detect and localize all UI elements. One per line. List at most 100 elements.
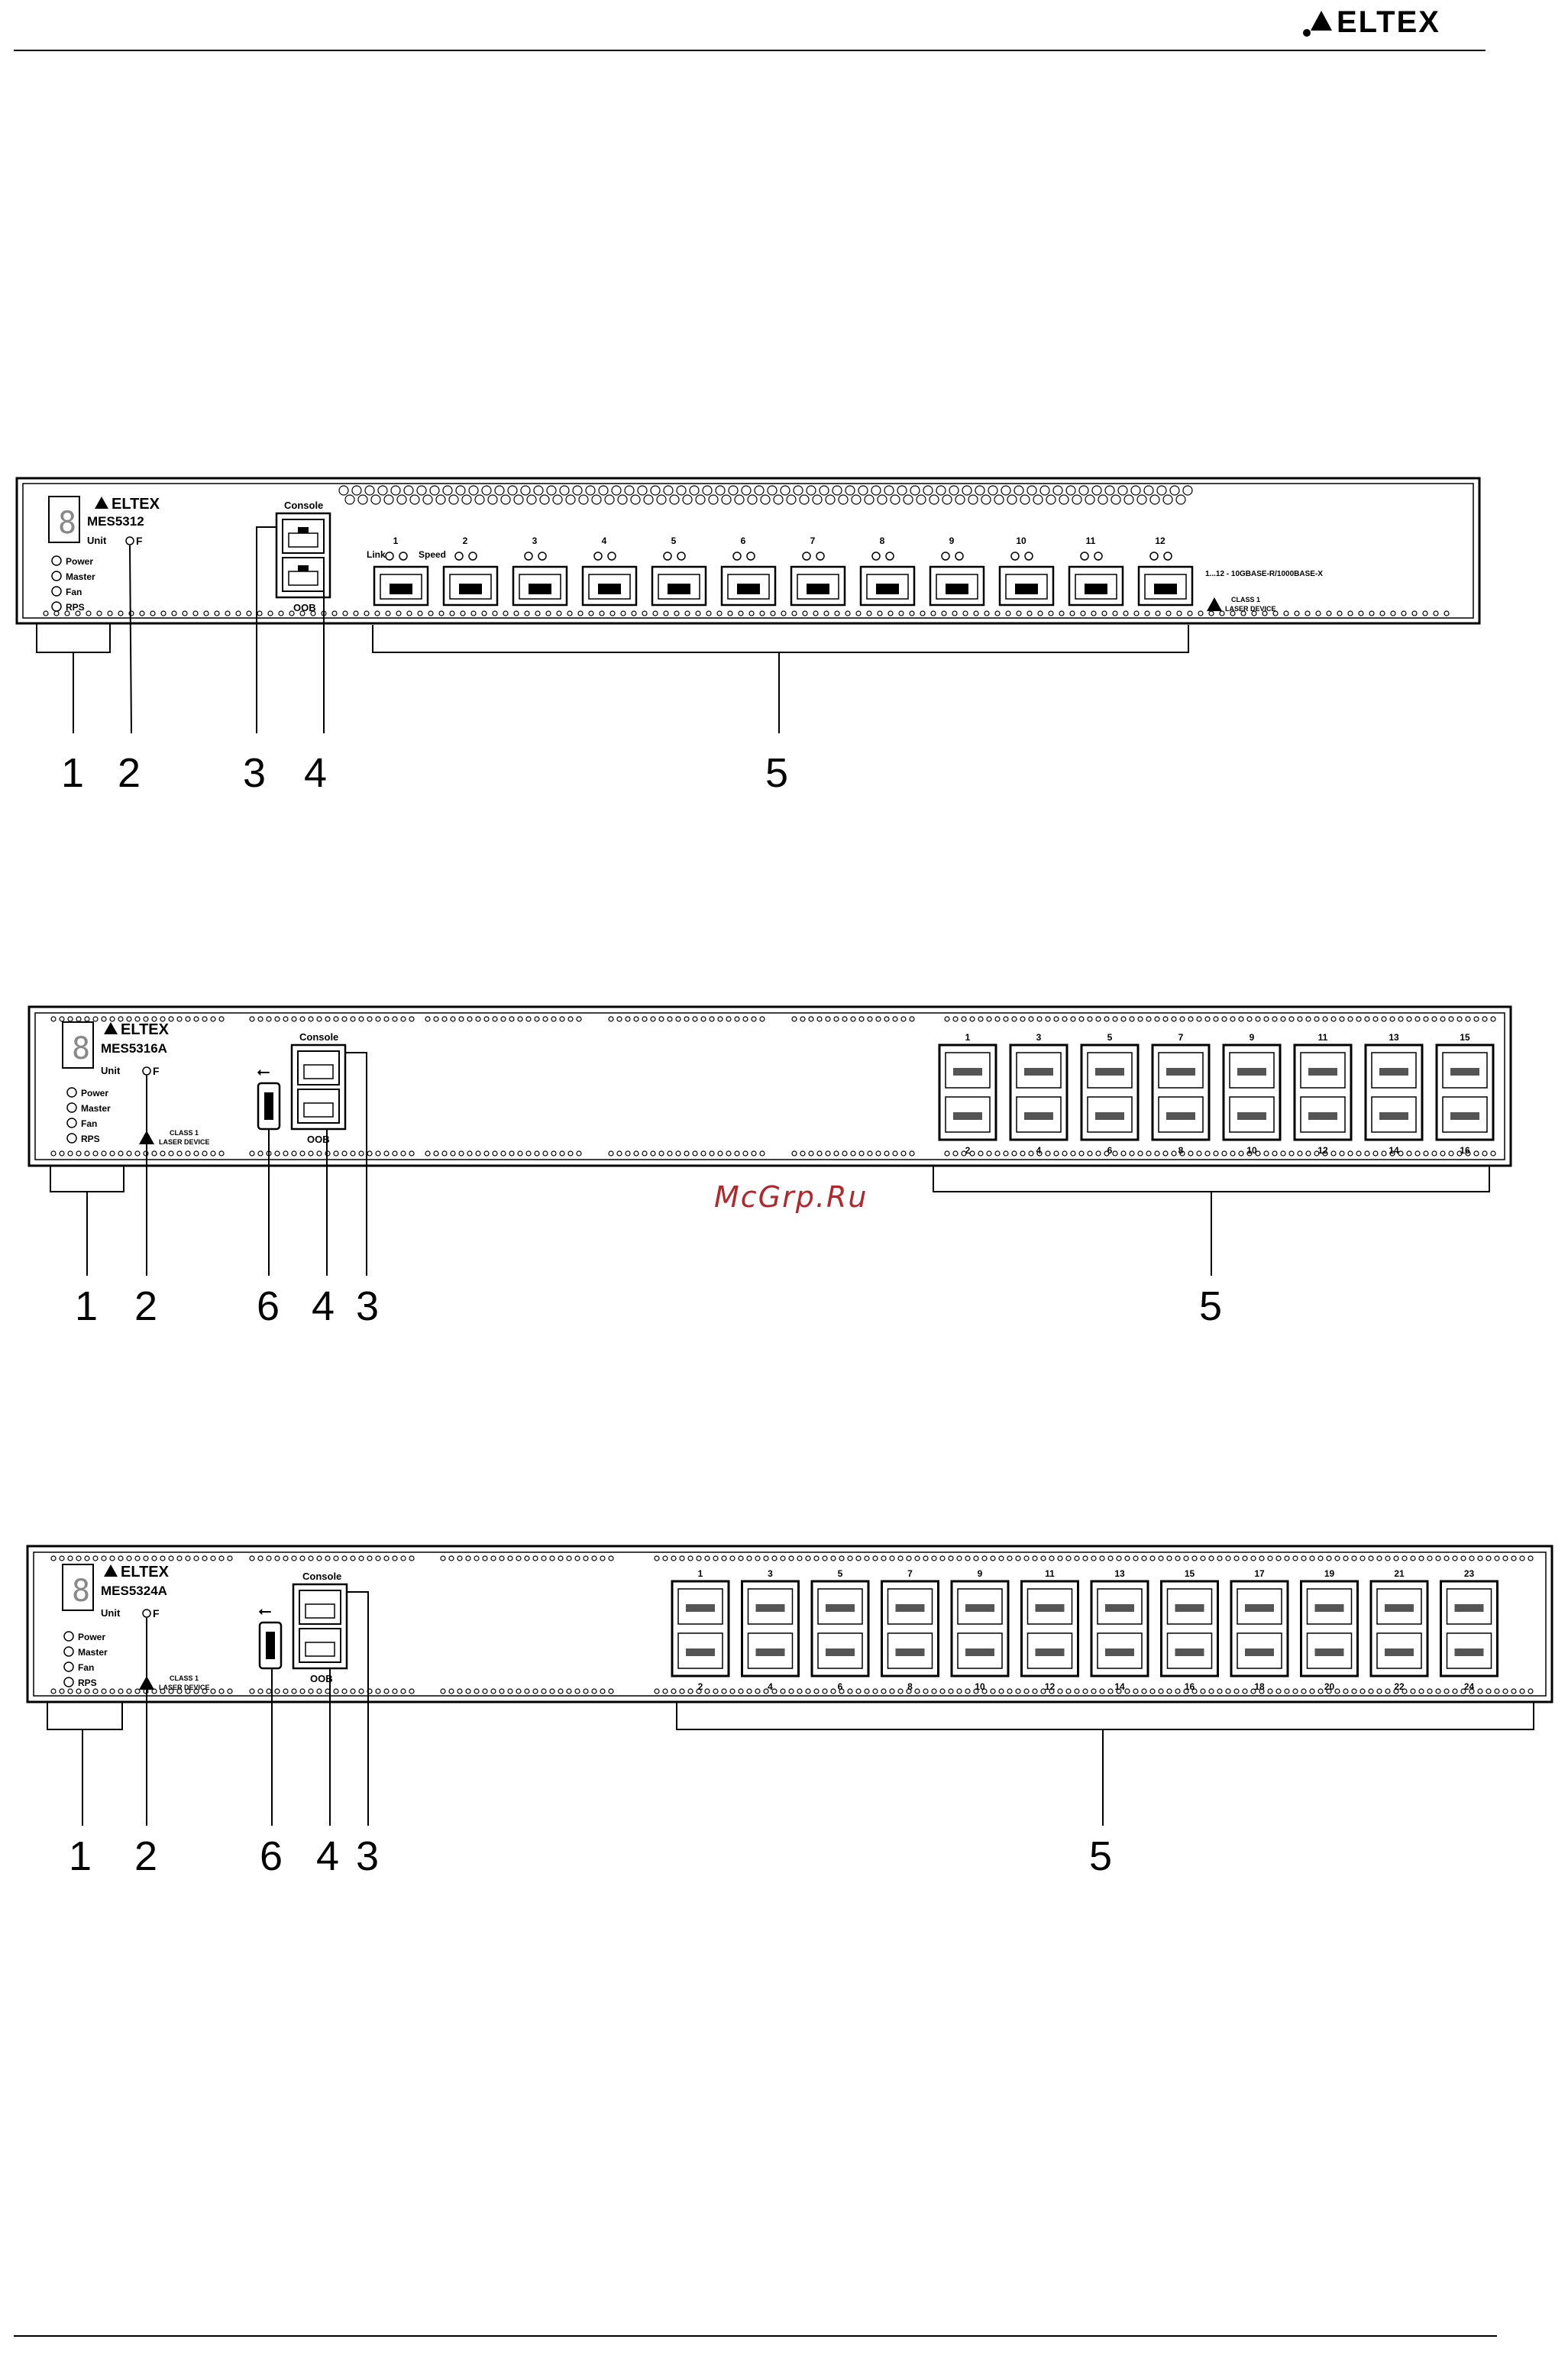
f-label: F bbox=[136, 535, 143, 547]
port-number-top: 17 bbox=[1254, 1568, 1265, 1579]
sfp-port-9: 9 bbox=[929, 535, 985, 607]
eltex-logo-icon bbox=[104, 1022, 118, 1034]
callout-5: 5 bbox=[1089, 1833, 1112, 1879]
port-number: 1 bbox=[393, 535, 399, 546]
sfp-port-6: 6 bbox=[720, 535, 777, 607]
watermark: McGrp.Ru bbox=[714, 1180, 868, 1214]
laser-class: CLASS 1 bbox=[170, 1674, 199, 1682]
port-number-bottom: 6 bbox=[1107, 1145, 1113, 1156]
svg-text:8: 8 bbox=[72, 1574, 90, 1609]
port-number-top: 11 bbox=[1045, 1568, 1055, 1579]
port-number: 9 bbox=[949, 535, 955, 546]
port-number-top: 19 bbox=[1324, 1568, 1335, 1579]
led-rps-label: RPS bbox=[66, 602, 85, 613]
port-number-bottom: 2 bbox=[965, 1145, 971, 1156]
header-brand: ELTEX bbox=[1337, 5, 1440, 39]
port-number-bottom: 20 bbox=[1324, 1681, 1335, 1692]
eltex-logo-icon bbox=[95, 497, 108, 509]
vent-holes bbox=[43, 485, 1450, 616]
sfp-cage-1-2: 12 bbox=[938, 1032, 997, 1156]
port-number: 6 bbox=[741, 535, 746, 546]
sfp-cage-5-6: 56 bbox=[1080, 1032, 1140, 1156]
sfp-cage-9-10: 9 10 bbox=[1222, 1032, 1282, 1156]
led-power-label: Power bbox=[78, 1632, 105, 1642]
oob-label: OOB bbox=[307, 1134, 330, 1145]
port-number-bottom: 10 bbox=[1246, 1145, 1257, 1156]
device-model: MES5324A bbox=[101, 1584, 167, 1598]
status-leds: Power Master Fan RPS bbox=[63, 1631, 108, 1688]
port-number-bottom: 6 bbox=[838, 1681, 843, 1692]
unit-label: Unit bbox=[101, 1065, 121, 1076]
port-number-top: 3 bbox=[768, 1568, 773, 1579]
port-number-top: 11 bbox=[1318, 1032, 1328, 1043]
led-fan-label: Fan bbox=[81, 1118, 97, 1129]
laser-device: LASER DEVICE bbox=[1225, 605, 1276, 613]
callout-1: 1 bbox=[69, 1833, 92, 1879]
port-number-bottom: 2 bbox=[698, 1681, 703, 1692]
console-oob-block bbox=[290, 1043, 347, 1131]
unit-display bbox=[48, 496, 80, 543]
unit-display bbox=[62, 1564, 94, 1611]
port-number-top: 23 bbox=[1464, 1568, 1475, 1579]
port-number-bottom: 12 bbox=[1317, 1145, 1328, 1156]
port-number-top: 13 bbox=[1114, 1568, 1125, 1579]
callout-lines bbox=[36, 526, 1189, 734]
port-number-top: 9 bbox=[1250, 1032, 1255, 1043]
sfp-port-2: 2 bbox=[442, 535, 499, 607]
port-number-bottom: 4 bbox=[1036, 1145, 1042, 1156]
port-number: 2 bbox=[463, 535, 468, 546]
usb-icon: ⭠ bbox=[258, 1601, 272, 1620]
eltex-logo-icon bbox=[1303, 11, 1332, 37]
laser-device: LASER DEVICE bbox=[159, 1138, 210, 1146]
callout-1: 1 bbox=[61, 750, 84, 796]
chassis bbox=[27, 1005, 1512, 1167]
port-number: 10 bbox=[1016, 535, 1026, 546]
port-number-bottom: 16 bbox=[1185, 1681, 1195, 1692]
sfp-port-12: 12 bbox=[1137, 535, 1194, 607]
f-label: F bbox=[153, 1065, 160, 1077]
callout-2: 2 bbox=[134, 1283, 157, 1329]
console-label: Console bbox=[302, 1571, 341, 1582]
usb-icon: ⭠ bbox=[257, 1062, 270, 1081]
link-header: Link bbox=[367, 549, 386, 560]
laser-device: LASER DEVICE bbox=[159, 1684, 210, 1691]
callout-2: 2 bbox=[118, 750, 141, 796]
port-number-top: 3 bbox=[1036, 1032, 1042, 1043]
led-power-label: Power bbox=[81, 1088, 108, 1098]
led-fan-label: Fan bbox=[78, 1662, 94, 1673]
port-number-top: 7 bbox=[907, 1568, 913, 1579]
laser-class: CLASS 1 bbox=[170, 1129, 199, 1137]
eltex-logo-icon bbox=[104, 1564, 118, 1577]
status-leds: Power Master Fan RPS bbox=[51, 555, 95, 613]
device-brand: ELTEX bbox=[121, 1021, 170, 1038]
callout-3: 3 bbox=[356, 1833, 379, 1879]
device-model: MES5312 bbox=[87, 514, 144, 529]
console-oob-block bbox=[275, 512, 331, 599]
oob-label: OOB bbox=[293, 602, 316, 613]
port-note: 1...12 - 10GBASE-R/1000BASE-X bbox=[1205, 570, 1323, 578]
led-master-label: Master bbox=[78, 1647, 108, 1658]
laser-class: CLASS 1 bbox=[1231, 596, 1260, 603]
led-master-label: Master bbox=[81, 1103, 111, 1114]
port-number-top: 15 bbox=[1460, 1032, 1470, 1043]
port-number-top: 1 bbox=[698, 1568, 703, 1579]
svg-text:8: 8 bbox=[58, 506, 76, 541]
sfp-cage-7-8: 78 bbox=[881, 1568, 939, 1692]
port-number-bottom: 12 bbox=[1045, 1681, 1056, 1692]
vent-holes bbox=[50, 1555, 1534, 1694]
port-number-bottom: 4 bbox=[768, 1681, 773, 1692]
callout-4: 4 bbox=[312, 1283, 335, 1329]
console-port bbox=[297, 1050, 340, 1085]
device-brand: ELTEX bbox=[112, 496, 160, 513]
sfp-port-7: 7 bbox=[790, 535, 846, 607]
oob-label: OOB bbox=[310, 1673, 333, 1684]
callout-5: 5 bbox=[765, 750, 788, 796]
